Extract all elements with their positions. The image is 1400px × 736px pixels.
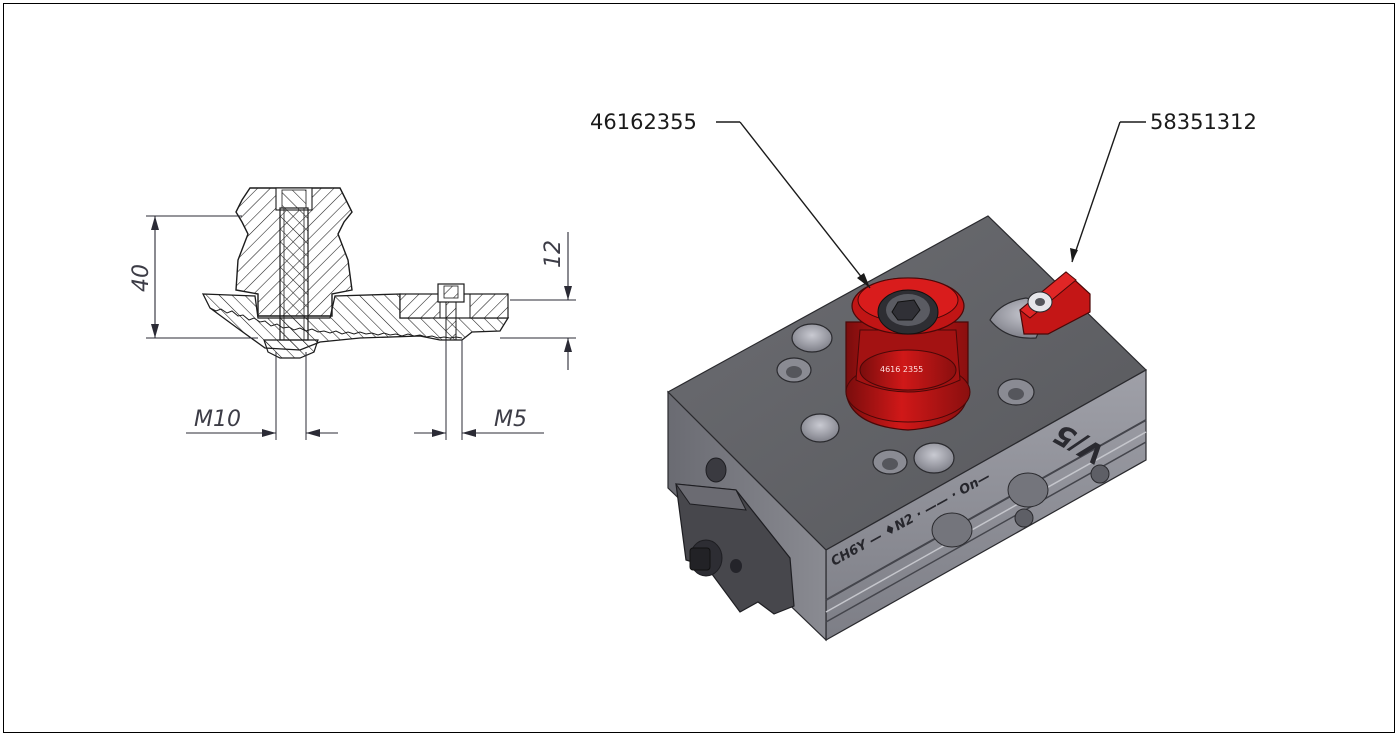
section-break-line — [209, 307, 463, 339]
red-clamp-lever — [1019, 271, 1091, 335]
callout-clamping-pin: 46162355 — [590, 110, 697, 134]
callout-clamp-lever: 58351312 — [1150, 110, 1257, 134]
dim-thread-large: M10 — [194, 407, 241, 432]
dim-height-plate: 12 — [541, 240, 566, 268]
dim-thread-small: M5 — [494, 407, 527, 432]
red-clamping-pin: 4616 2355 — [845, 277, 971, 431]
section-view: 40 12 M10 M5 — [129, 187, 576, 440]
isometric-view: CH6Y — ♦N2 · —— · On— V/5 4616 2355 — [590, 110, 1257, 642]
drawing-frame — [3, 3, 1395, 733]
side-key-block — [674, 457, 795, 615]
dim-height-total: 40 — [129, 264, 154, 292]
svg-text:4616 2355: 4616 2355 — [880, 365, 923, 374]
